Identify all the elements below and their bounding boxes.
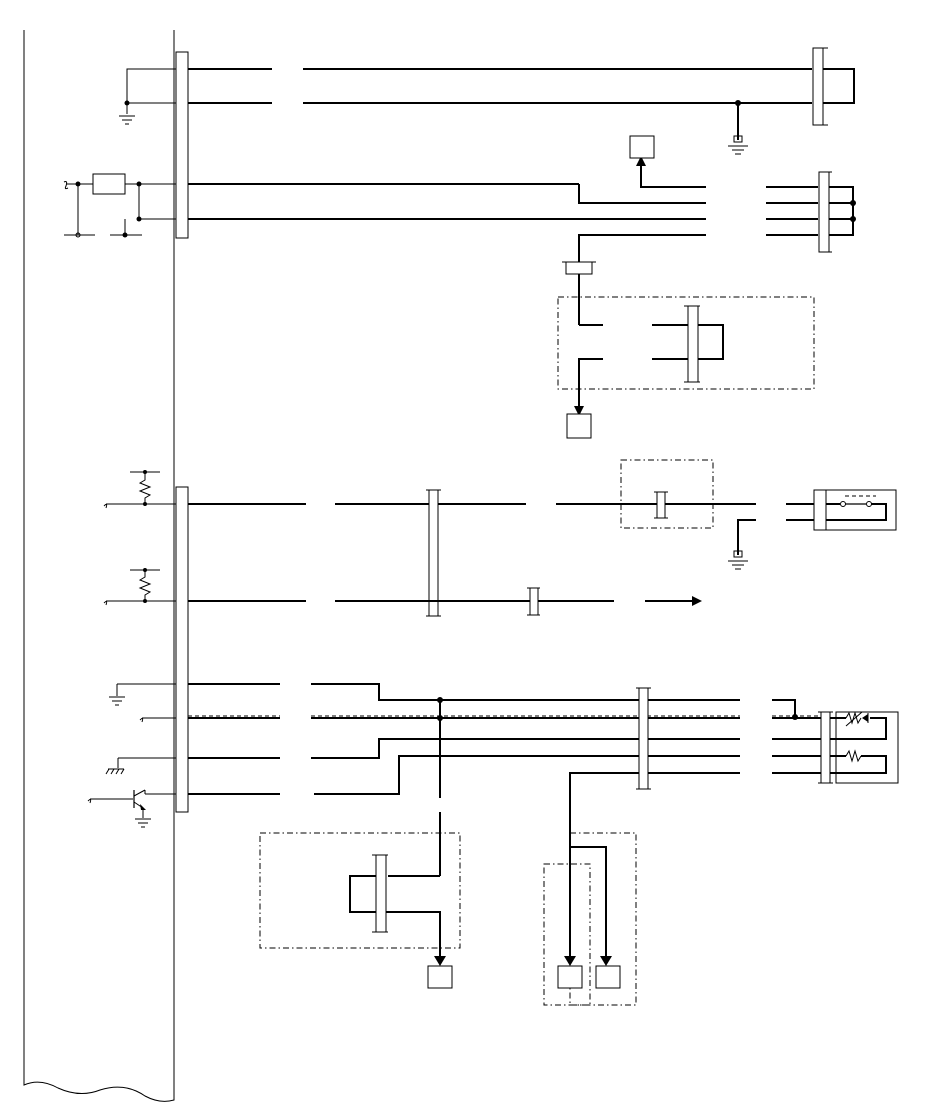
section-2-relay-box (557, 261, 815, 439)
section-3-wires (188, 459, 897, 617)
section-3-internal-circuit (103, 470, 176, 606)
section-4-wires (188, 683, 899, 798)
section-2-internal-circuit (63, 173, 176, 238)
module-connector-top (175, 51, 189, 239)
control-module-outline (23, 30, 175, 1102)
section-4-module-boxes (543, 772, 637, 1006)
module-connector-bottom (175, 486, 189, 813)
section-4-internal-circuit (87, 683, 176, 828)
section-1-wires (188, 47, 855, 155)
section-4-relay-box (259, 812, 461, 989)
section-2-wires (188, 135, 856, 262)
internal-ground-1 (119, 68, 176, 125)
